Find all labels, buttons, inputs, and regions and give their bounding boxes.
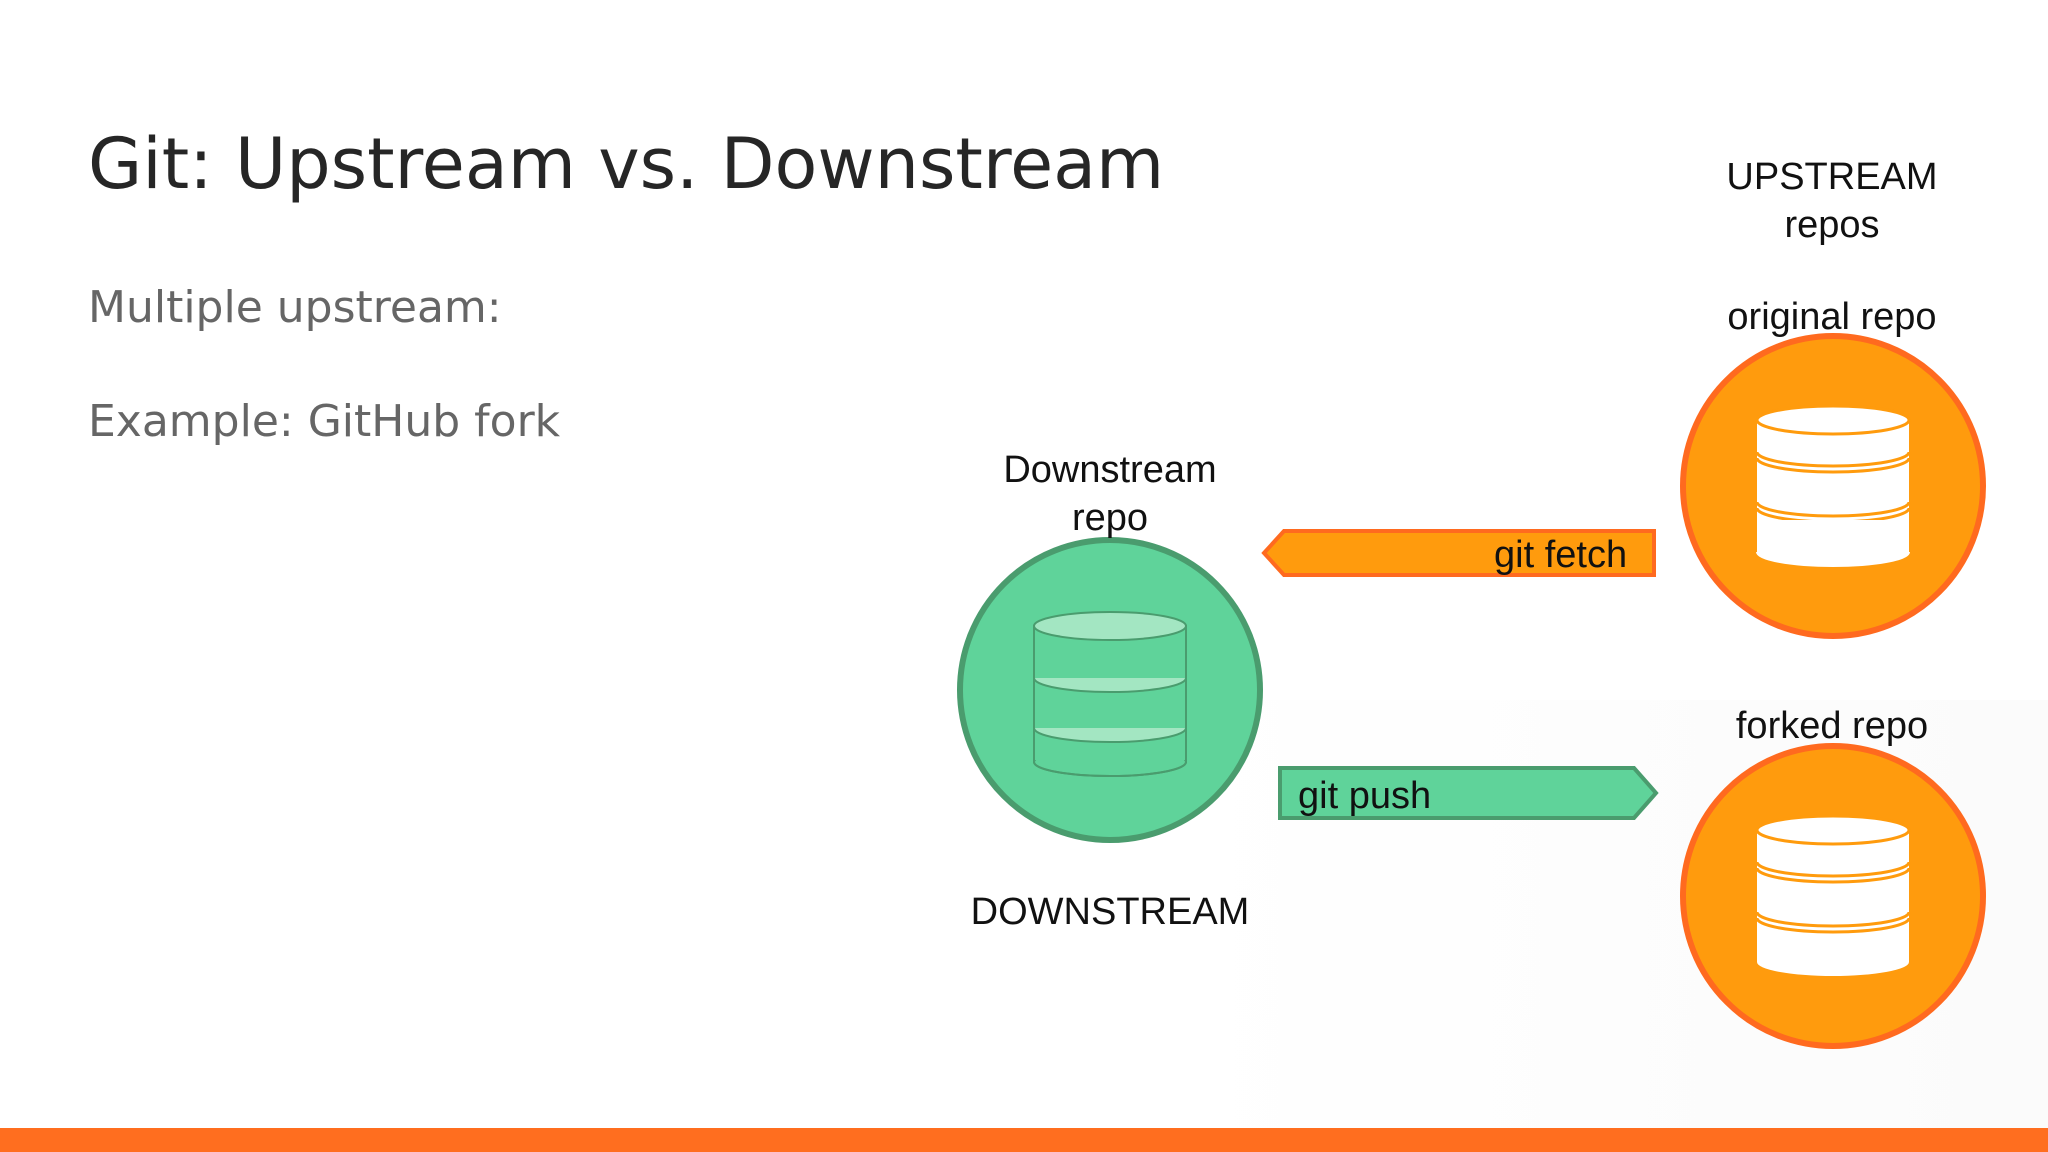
slide-title: Git: Upstream vs. Downstream <box>88 123 1165 205</box>
downstream-heading: DOWNSTREAM <box>970 891 1250 933</box>
downstream-repo-node <box>957 537 1263 843</box>
original-repo-node <box>1680 333 1986 639</box>
forked-repo-label: forked repo <box>1735 705 1929 747</box>
forked-repo-node <box>1680 743 1986 1049</box>
git-fetch-label: git fetch <box>1494 534 1628 576</box>
git-push-arrow <box>1278 766 1659 820</box>
bullet-multiple-upstream: Multiple upstream: <box>88 282 502 333</box>
database-icon <box>1033 611 1187 777</box>
bottom-accent-bar <box>0 1128 2048 1152</box>
upstream-heading-text: UPSTREAM repos <box>1726 156 1938 246</box>
original-repo-label: original repo <box>1727 296 1937 338</box>
git-fetch-arrow <box>1261 529 1656 577</box>
database-icon <box>1755 404 1911 567</box>
database-icon <box>1755 814 1911 976</box>
downstream-repo-label-text: Downstream repo <box>1003 449 1217 539</box>
upstream-repos-heading: UPSTREAM repos <box>1682 154 1982 249</box>
downstream-repo-label: Downstream repo <box>960 447 1260 542</box>
bullet-github-fork-example: Example: GitHub fork <box>88 396 561 447</box>
git-push-label: git push <box>1298 775 1432 817</box>
